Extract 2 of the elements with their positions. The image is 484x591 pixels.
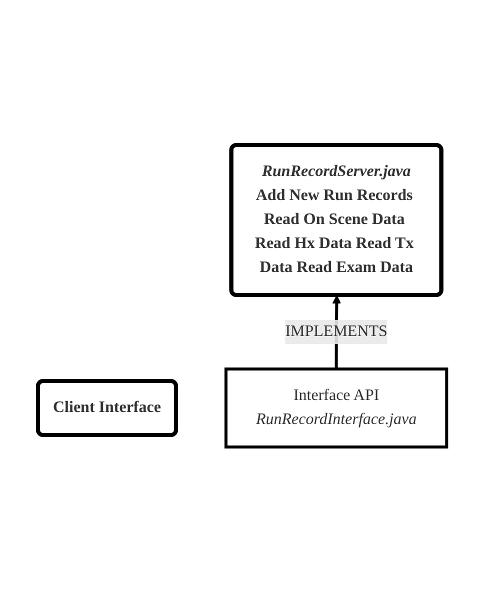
edge-label: IMPLEMENTS: [284, 322, 388, 340]
node-box: Interface API RunRecordInterface.java: [224, 367, 448, 448]
